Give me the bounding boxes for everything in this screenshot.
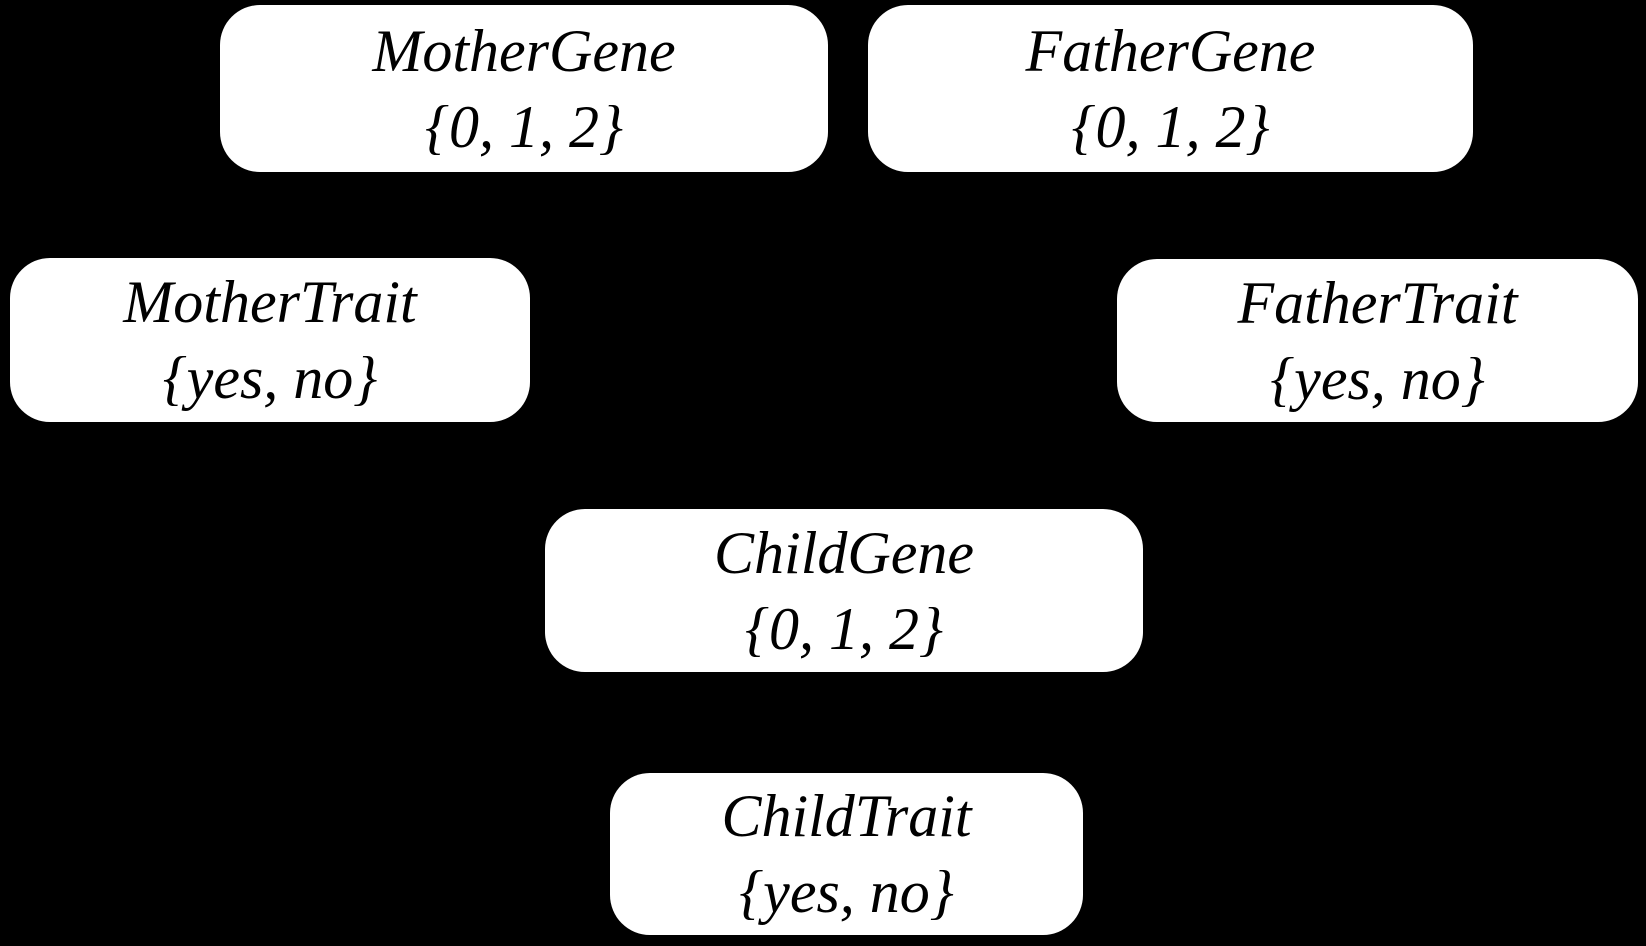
node-father-gene: FatherGene {0, 1, 2}: [868, 5, 1473, 172]
node-father-trait-label: FatherTrait: [1237, 269, 1518, 336]
node-father-gene-values: {0, 1, 2}: [1071, 93, 1270, 160]
node-child-trait: ChildTrait {yes, no}: [610, 773, 1083, 935]
node-father-trait-values: {yes, no}: [1270, 345, 1485, 412]
node-child-gene: ChildGene {0, 1, 2}: [545, 509, 1143, 672]
node-father-trait: FatherTrait {yes, no}: [1117, 259, 1638, 422]
node-mother-trait: MotherTrait {yes, no}: [10, 258, 530, 422]
node-mother-trait-values: {yes, no}: [162, 345, 378, 411]
node-child-gene-values: {0, 1, 2}: [745, 595, 943, 662]
node-mother-gene-label: MotherGene: [372, 17, 676, 84]
node-mother-gene-values: {0, 1, 2}: [425, 93, 623, 160]
node-child-gene-label: ChildGene: [714, 519, 974, 586]
node-child-trait-values: {yes, no}: [739, 859, 954, 925]
node-child-trait-label: ChildTrait: [721, 783, 972, 849]
node-father-gene-label: FatherGene: [1025, 17, 1316, 84]
node-mother-trait-label: MotherTrait: [123, 269, 417, 335]
node-mother-gene: MotherGene {0, 1, 2}: [220, 5, 828, 172]
